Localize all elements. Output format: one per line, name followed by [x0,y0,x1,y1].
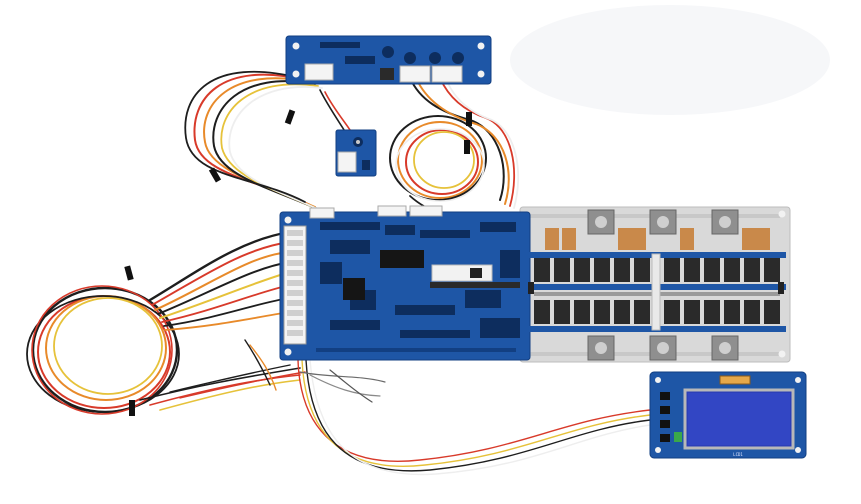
mcu-chip [343,278,365,300]
balance-connector-strip [283,225,307,345]
control-components [320,222,520,338]
lcd-button-3[interactable] [660,420,670,428]
lcd-button-2[interactable] [660,406,670,414]
sensor-connector [337,151,357,173]
wire-harness-top [184,70,357,215]
label-sticker [431,264,493,282]
ribbon-connector [719,375,751,385]
mosfet-array [528,209,786,361]
main-bms-board [279,205,791,363]
lcd-buttons [660,392,670,442]
background-glow [510,5,830,115]
connector-small [304,63,334,81]
connector-b [431,65,463,83]
lcd-button-4[interactable] [660,434,670,442]
small-sensor-board [335,129,377,177]
lcd-cable [297,359,651,476]
lcd-silk-label: LCD1 [733,452,743,457]
wire-harness-right-coil [389,77,520,214]
lcd-button-1[interactable] [660,392,670,400]
power-ic [380,250,424,268]
wire-harness-left [26,230,306,416]
connector-a [399,65,431,83]
lcd-display-module: LCD1 [649,371,807,459]
top-adapter-board [285,35,492,85]
power-terminals [587,209,739,361]
